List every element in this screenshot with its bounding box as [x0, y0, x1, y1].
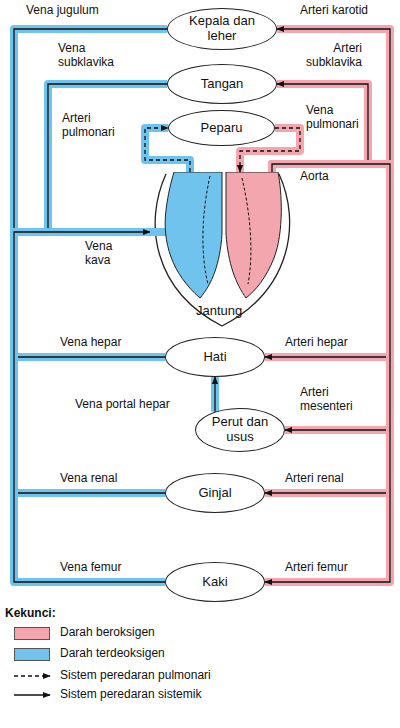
- vessel-label: Vena hepar: [60, 336, 160, 350]
- organ-name: Kaki: [202, 575, 227, 590]
- vessel-band: [14, 232, 165, 357]
- legend-heading: Kekunci:: [5, 607, 125, 621]
- vessel-connector: [215, 377, 216, 412]
- organ-ellipse: Hati: [165, 337, 265, 377]
- vessel-label: Arteri karotid: [300, 4, 395, 18]
- vessel-band: [14, 232, 165, 493]
- legend-text: Darah terdeoksigen: [60, 647, 165, 661]
- part-label: Aorta: [300, 170, 360, 184]
- organ-name: Ginjal: [198, 486, 231, 501]
- organ-name: Peparu: [201, 121, 243, 136]
- vessel-label: Vena subklavika: [58, 42, 128, 70]
- vessel-label: Vena renal: [60, 472, 160, 486]
- organ-name: Tangan: [201, 77, 244, 92]
- vessel-band: [211, 377, 219, 412]
- flow-arrow: [214, 377, 215, 412]
- organ-ellipse: Kaki: [165, 562, 265, 602]
- organ-name: Kepala dan leher: [182, 14, 262, 44]
- legend-swatch: [14, 627, 50, 640]
- vessel-label: Vena pulmonari: [306, 104, 362, 132]
- organ-ellipse: Ginjal: [165, 473, 265, 513]
- organ-ellipse: Kepala dan leher: [167, 8, 277, 50]
- organ-name: Hati: [203, 350, 226, 365]
- vessel-band: [272, 164, 390, 430]
- organ-ellipse: Tangan: [167, 64, 277, 104]
- vessel-label: Arteri subklavika: [298, 42, 362, 70]
- organ-ellipse: Perut dan usus: [195, 408, 285, 452]
- organ-ellipse: Peparu: [168, 110, 275, 146]
- legend-solid-arrow: [14, 694, 50, 695]
- vessel-label: Arteri femur: [285, 561, 385, 575]
- legend-text: Sistem peredaran sistemik: [60, 688, 201, 702]
- vessel-label: Arteri mesenteri: [300, 386, 375, 414]
- vessel-label: Vena jugulum: [26, 4, 146, 18]
- part-label: Vena kava: [85, 240, 130, 268]
- vessel-label: Vena femur: [60, 561, 160, 575]
- heart-node: Jantung: [150, 172, 295, 329]
- vessel-label: Vena portal hepar: [75, 398, 210, 412]
- flow-arrow: [14, 232, 165, 493]
- vessel-label: Arteri pulmonari: [62, 112, 137, 140]
- flow-arrow: [14, 232, 165, 357]
- legend-text: Sistem peredaran pulmonari: [60, 669, 211, 683]
- legend-dashed-arrow: [14, 675, 50, 676]
- organ-name: Perut dan usus: [210, 415, 270, 445]
- legend-text: Darah beroksigen: [60, 626, 155, 640]
- vessel-label: Arteri hepar: [285, 336, 385, 350]
- vessel-connector: [14, 232, 165, 357]
- organ-name: Jantung: [196, 304, 242, 319]
- vessel-label: Arteri renal: [285, 472, 385, 486]
- vessel-connector: [272, 164, 390, 430]
- legend-swatch: [14, 648, 50, 661]
- flow-arrow: [272, 164, 390, 430]
- vessel-connector: [14, 232, 165, 493]
